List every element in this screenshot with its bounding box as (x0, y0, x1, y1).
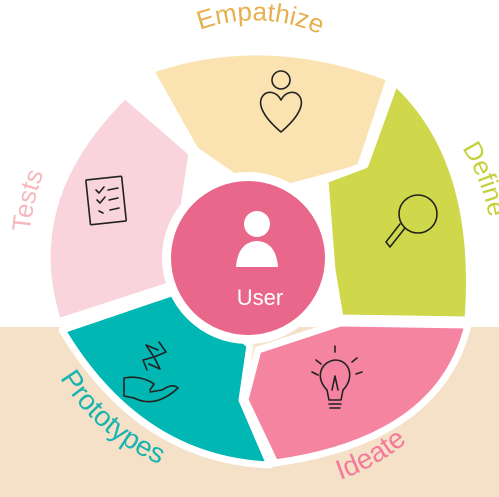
checklist-icon (85, 175, 128, 226)
user-icon (236, 211, 278, 267)
magnifier-icon (385, 194, 438, 248)
segment-empathize[interactable] (146, 48, 394, 199)
segment-define[interactable] (321, 78, 473, 324)
center-label: User (237, 285, 283, 310)
stage-label-tests: Tests (6, 165, 49, 233)
segment-ideate[interactable] (241, 319, 472, 467)
lightbulb-icon (311, 345, 363, 409)
hand-pinwheel-icon (123, 341, 179, 403)
stage-label-empathize: Empathize (193, 0, 329, 40)
heart-person-icon (259, 70, 303, 133)
